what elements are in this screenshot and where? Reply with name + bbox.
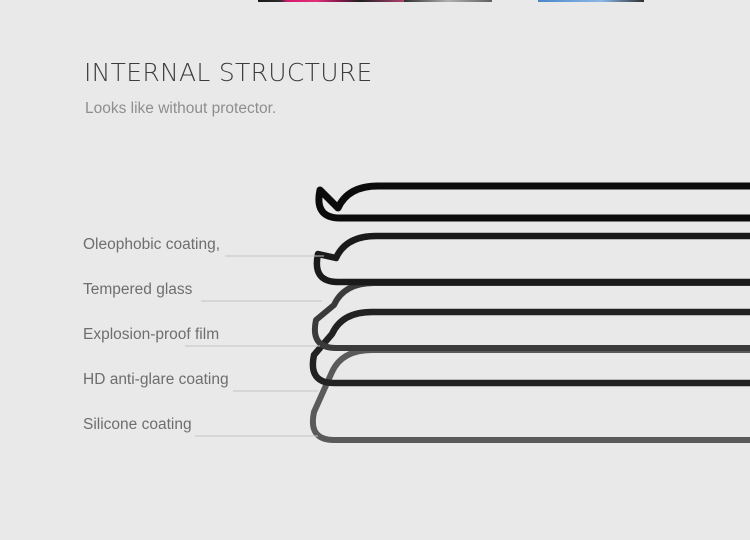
layer-label-tempered-glass: Tempered glass	[83, 281, 193, 298]
layer-outline	[312, 280, 750, 351]
layer-label-silicone: Silicone coating	[83, 416, 192, 433]
layer-outline	[315, 182, 750, 222]
page-title: INTERNAL STRUCTURE	[84, 58, 373, 87]
page-subtitle: Looks like without protector.	[85, 100, 277, 117]
layer-outline	[310, 347, 750, 443]
layer-label-explosion-proof: Explosion-proof film	[83, 326, 220, 343]
layer-label-anti-glare: HD anti-glare coating	[83, 371, 229, 388]
top-image-strip	[538, 0, 644, 2]
top-image-strip	[258, 0, 404, 2]
top-image-strip	[404, 0, 492, 2]
layer-label-oleophobic: Oleophobic coating,	[83, 236, 221, 253]
layer-outline	[313, 232, 750, 286]
